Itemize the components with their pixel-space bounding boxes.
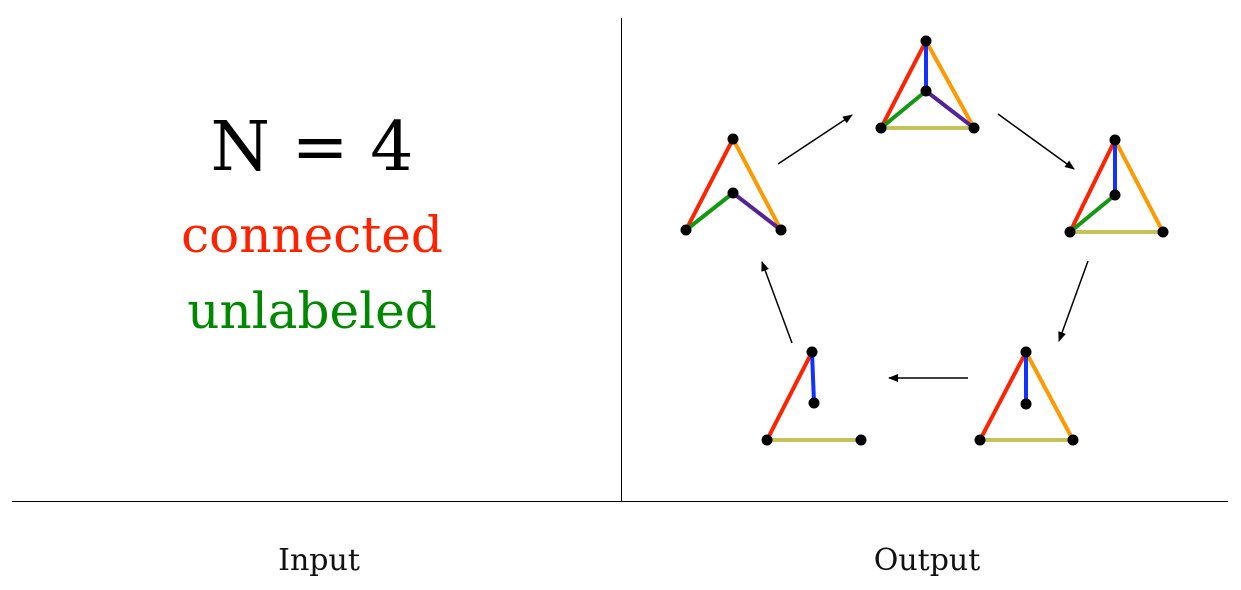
graph-node (1020, 398, 1032, 410)
graph-node (1157, 226, 1169, 238)
graph-node (1020, 346, 1032, 358)
keyword-unlabeled: unlabeled (187, 282, 437, 340)
green-edge (1068, 193, 1117, 234)
arrow-bottom-left-to-left (761, 261, 793, 344)
graph-node (775, 224, 787, 236)
graph-node (727, 133, 739, 145)
graph-node (1109, 134, 1121, 146)
graph-node (1067, 434, 1079, 446)
green-edge (879, 89, 928, 130)
keyword-connected: connected (181, 206, 443, 264)
horizontal-divider (12, 501, 1228, 502)
orange-edge (1113, 138, 1165, 234)
graph-node (727, 187, 739, 199)
arrow-top-to-right (997, 113, 1075, 170)
graph-left (680, 133, 787, 236)
graph-node (680, 224, 692, 236)
green-edge (684, 191, 735, 232)
graph-node (920, 85, 932, 97)
graph-node (808, 397, 820, 409)
graph-node (855, 434, 867, 446)
purple-edge (731, 191, 783, 232)
orange-edge (1024, 350, 1075, 442)
graph-node (968, 122, 980, 134)
graph-node (1109, 189, 1121, 201)
purple-edge (924, 89, 976, 130)
graph-bottom-right (974, 346, 1079, 446)
graph-top (875, 35, 980, 134)
graph-bottom-left (761, 346, 867, 446)
n-equals-label: N = 4 (210, 108, 414, 187)
graph-node (875, 122, 887, 134)
graph-node (1064, 226, 1076, 238)
red-edge (1068, 138, 1117, 234)
graph-node (806, 346, 818, 358)
graph-node (974, 434, 986, 446)
red-edge (684, 137, 735, 232)
red-edge (978, 350, 1028, 442)
vertical-divider (621, 18, 622, 501)
graph-node (761, 434, 773, 446)
arrow-left-to-top (777, 114, 853, 165)
arrow-right-to-bottom-right (1058, 260, 1089, 342)
blue-edge (810, 350, 816, 405)
orange-edge (731, 137, 783, 232)
orange-edge (924, 39, 976, 130)
output-caption: Output (873, 543, 981, 578)
graph-node (920, 35, 932, 47)
graph-right (1064, 134, 1169, 238)
red-edge (765, 350, 814, 442)
red-edge (879, 39, 928, 130)
input-caption: Input (278, 543, 360, 578)
